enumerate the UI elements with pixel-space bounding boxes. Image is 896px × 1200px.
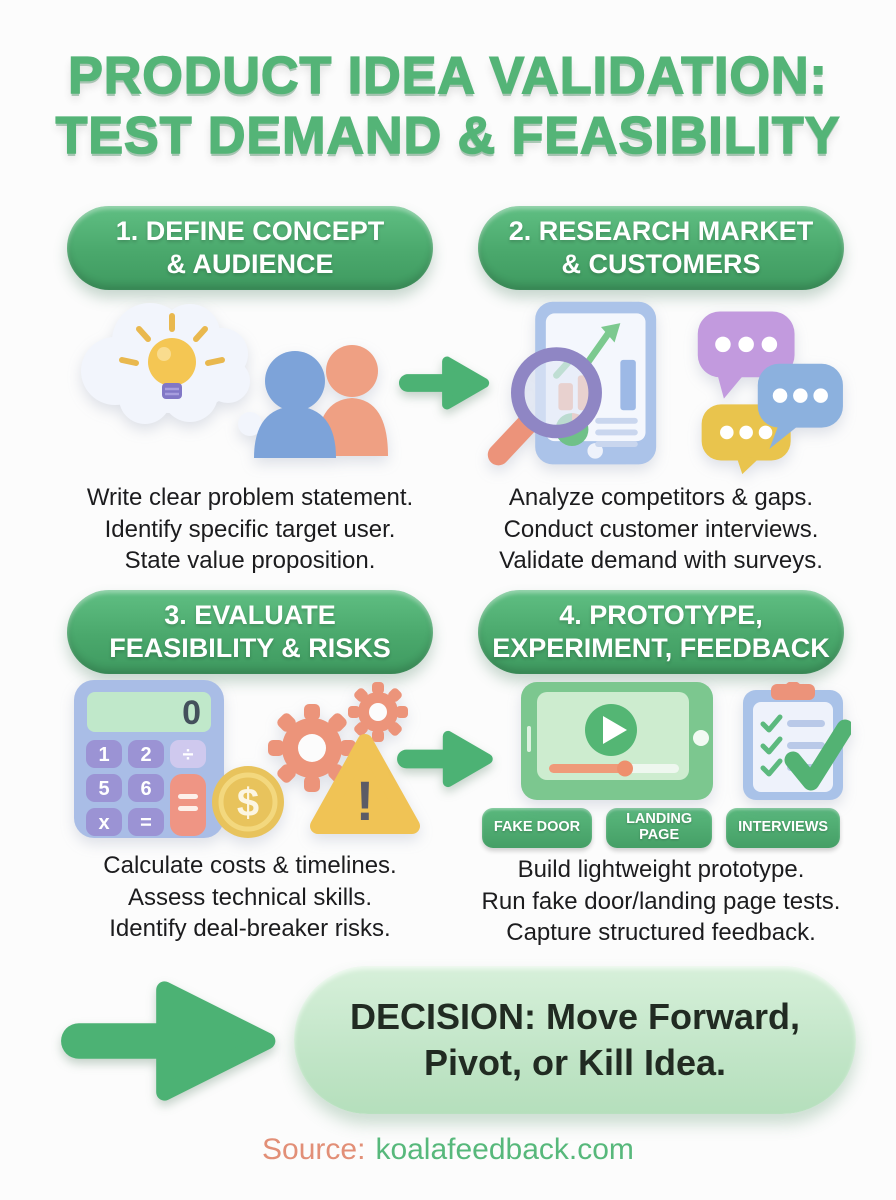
arrow-right-icon (398, 356, 490, 410)
description-line: Analyze competitors & gaps. (508, 484, 814, 511)
calculator-key-label: = (140, 812, 152, 834)
thought-cloud-lightbulb-icon (81, 303, 279, 451)
description-line: State value proposition. (124, 547, 376, 575)
description-line: Run fake door/landing page tests. (481, 887, 841, 915)
step-1-header-line-2: & AUDIENCE (166, 249, 334, 279)
description-line: Build lightweight prototype. (517, 856, 805, 883)
gears-icon (268, 682, 408, 792)
source-label: Source: (262, 1133, 366, 1166)
tag-interviews: INTERVIEWS (726, 808, 841, 848)
step-3-header-line-2: FEASIBILITY & RISKS (109, 633, 391, 663)
magnifier-analytics-tablet-icon (487, 301, 657, 466)
step-1-header-pill: 1. DEFINE CONCEPT & AUDIENCE (67, 206, 433, 290)
description-line: Identify deal-breaker risks. (109, 915, 391, 943)
step-2-header-line-1: 2. RESEARCH MARKET (508, 216, 814, 247)
dollar-coin-icon: $ (212, 766, 284, 838)
coin-dollar-symbol: $ (237, 781, 259, 825)
step-4-description: Build lightweight prototype. Run fake do… (466, 854, 856, 949)
decision-line-1: DECISION: Move Forward, (349, 995, 801, 1037)
step-4-header-line-1: 4. PROTOTYPE, (559, 600, 763, 631)
step-4-illustration (521, 682, 851, 800)
step-2-research-market: 2. RESEARCH MARKET & CUSTOMERS (466, 206, 856, 577)
chat-bubbles-icon (697, 311, 843, 475)
source-value: koalafeedback.com (375, 1133, 634, 1166)
calculator-key-label: 1 (98, 744, 109, 766)
description-line: Validate demand with surveys. (499, 547, 823, 575)
step-3-illustration: 0 1 2 ÷ 5 6 x = (74, 680, 420, 838)
step-2-illustration (487, 301, 843, 475)
calculator-key-label: 5 (98, 778, 109, 800)
step-1-description: Write clear problem statement. Identify … (55, 482, 445, 577)
description-line: Capture structured feedback. (506, 919, 816, 947)
step-4-header-line-2: EXPERIMENT, FEEDBACK (492, 633, 830, 663)
step-4-prototype-experiment: 4. PROTOTYPE, EXPERIMENT, FEEDBACK (466, 590, 856, 949)
step-1-define-concept: 1. DEFINE CONCEPT & AUDIENCE (55, 206, 445, 577)
step-3-header-line-1: 3. EVALUATE (164, 600, 336, 631)
calculator-key-label: ÷ (183, 744, 194, 766)
warning-triangle-icon: ! (310, 734, 420, 834)
arrow-right-icon (397, 730, 493, 788)
description-line: Assess technical skills. (127, 883, 373, 911)
source-line: Source: koalafeedback.com (0, 1133, 896, 1167)
two-users-icon (254, 345, 388, 458)
step-3-description: Calculate costs & timelines. Assess tech… (55, 850, 445, 945)
decision-arrow-icon (61, 981, 276, 1101)
calculator-key-label: 2 (140, 744, 151, 766)
calculator-key-label: 6 (140, 778, 151, 800)
description-line: Conduct customer interviews. (503, 515, 819, 543)
checklist-clipboard-icon (743, 682, 851, 800)
title-line-1: PRODUCT IDEA VALIDATION: (67, 46, 828, 106)
step-3-evaluate-feasibility: 3. EVALUATE FEASIBILITY & RISKS 0 1 (55, 590, 445, 945)
exclamation-mark: ! (356, 769, 375, 832)
step-1-illustration (81, 303, 388, 458)
video-prototype-icon (521, 682, 713, 800)
tag-landing-page: LANDING PAGE (606, 808, 713, 848)
decision-line-2: Pivot, or Kill Idea. (423, 1042, 727, 1083)
experiment-tags: FAKE DOOR LANDING PAGE INTERVIEWS (466, 808, 856, 848)
page-title: PRODUCT IDEA VALIDATION: TEST DEMAND & F… (0, 46, 896, 167)
title-line-2: TEST DEMAND & FEASIBILITY (55, 107, 841, 167)
step-4-header-pill: 4. PROTOTYPE, EXPERIMENT, FEEDBACK (478, 590, 844, 674)
description-line: Write clear problem statement. (86, 484, 414, 511)
tag-fake-door: FAKE DOOR (481, 808, 593, 848)
description-line: Calculate costs & timelines. (103, 852, 397, 879)
calculator-key-label: x (98, 812, 109, 834)
calculator-display: 0 (182, 694, 201, 732)
step-2-header-line-2: & CUSTOMERS (561, 249, 761, 279)
decision-pill: DECISION: Move Forward, Pivot, or Kill I… (294, 966, 856, 1114)
step-3-header-pill: 3. EVALUATE FEASIBILITY & RISKS (67, 590, 433, 674)
description-line: Identify specific target user. (104, 515, 396, 543)
step-2-header-pill: 2. RESEARCH MARKET & CUSTOMERS (478, 206, 844, 290)
step-1-header-line-1: 1. DEFINE CONCEPT (115, 216, 385, 247)
step-2-description: Analyze competitors & gaps. Conduct cust… (466, 482, 856, 577)
calculator-icon: 0 1 2 ÷ 5 6 x = (74, 680, 224, 838)
